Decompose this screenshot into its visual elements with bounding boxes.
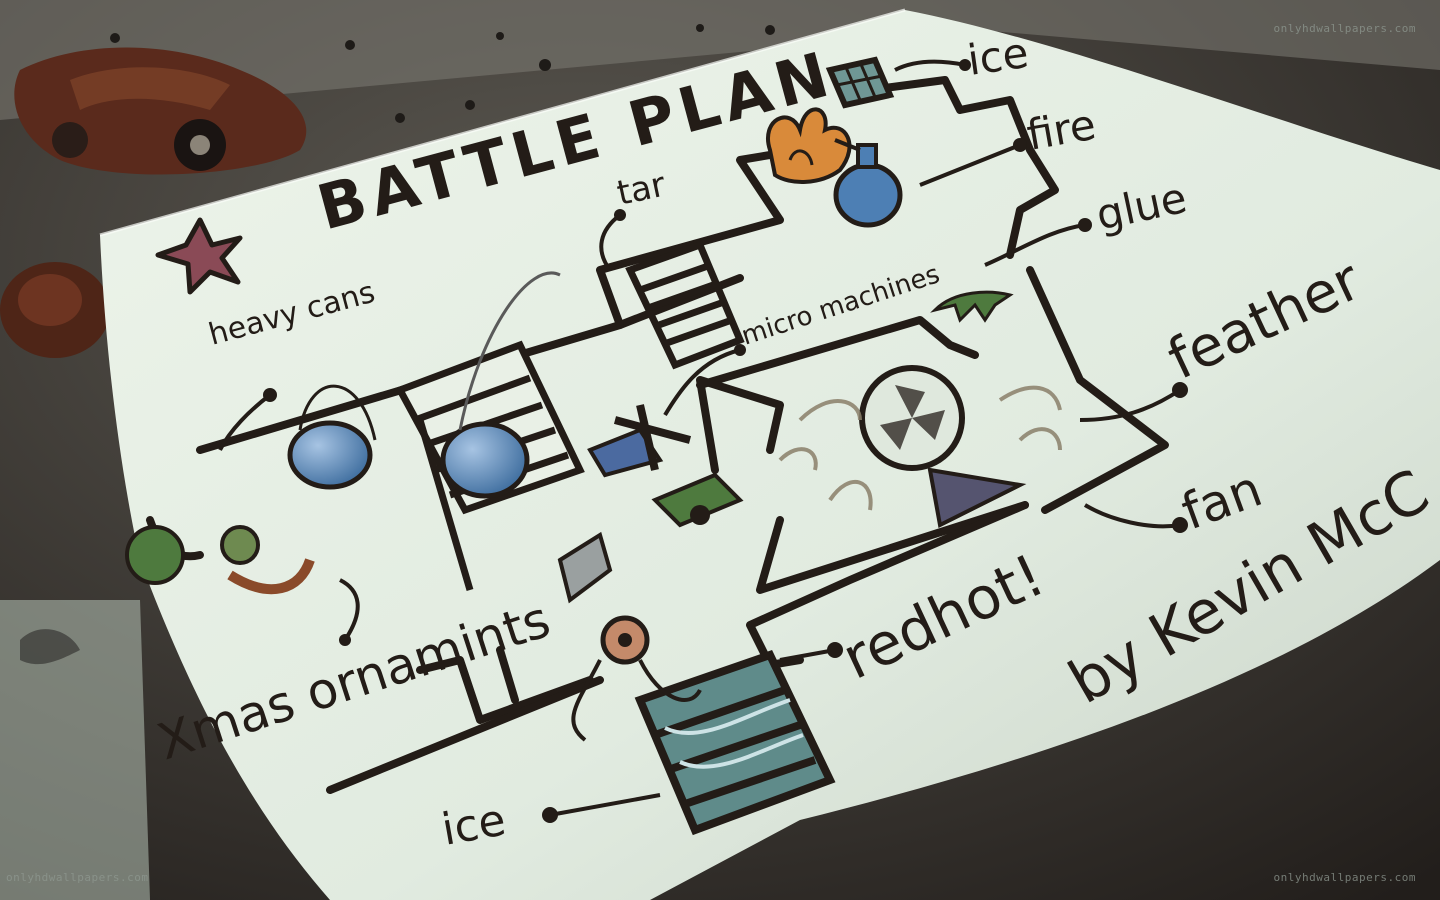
watermark-bottom-right: onlyhdwallpapers.com <box>1273 871 1416 884</box>
label-fire: fire <box>1023 100 1099 160</box>
fan-doodle <box>859 365 1027 528</box>
ice-window <box>825 56 895 109</box>
xmas-ornaments <box>125 525 315 595</box>
red-hot-doorknob <box>571 615 702 742</box>
toy-wheel <box>0 262 110 358</box>
paint-can-right <box>440 271 561 499</box>
blowtorch-doodle <box>833 138 903 228</box>
feathers <box>778 385 1062 511</box>
micro-machines <box>557 404 744 604</box>
watermark-top-right: onlyhdwallpapers.com <box>1273 22 1416 35</box>
flame-doodle <box>766 107 852 184</box>
paint-can-left <box>287 384 377 490</box>
toy-car <box>14 47 307 175</box>
glue-drip <box>930 290 1014 323</box>
pointer-arrows <box>218 59 1182 817</box>
label-tar: tar <box>614 165 669 214</box>
label-ice-bottom: ice <box>438 795 509 856</box>
star-doodle <box>155 217 243 295</box>
paper-sheet <box>100 10 1440 900</box>
label-ice-top: ice <box>965 28 1032 85</box>
upper-sheet <box>0 0 1440 120</box>
lower-sheet <box>0 600 150 900</box>
staircase-tar <box>625 240 745 370</box>
watermark-bottom-left: onlyhdwallpapers.com <box>6 871 149 884</box>
